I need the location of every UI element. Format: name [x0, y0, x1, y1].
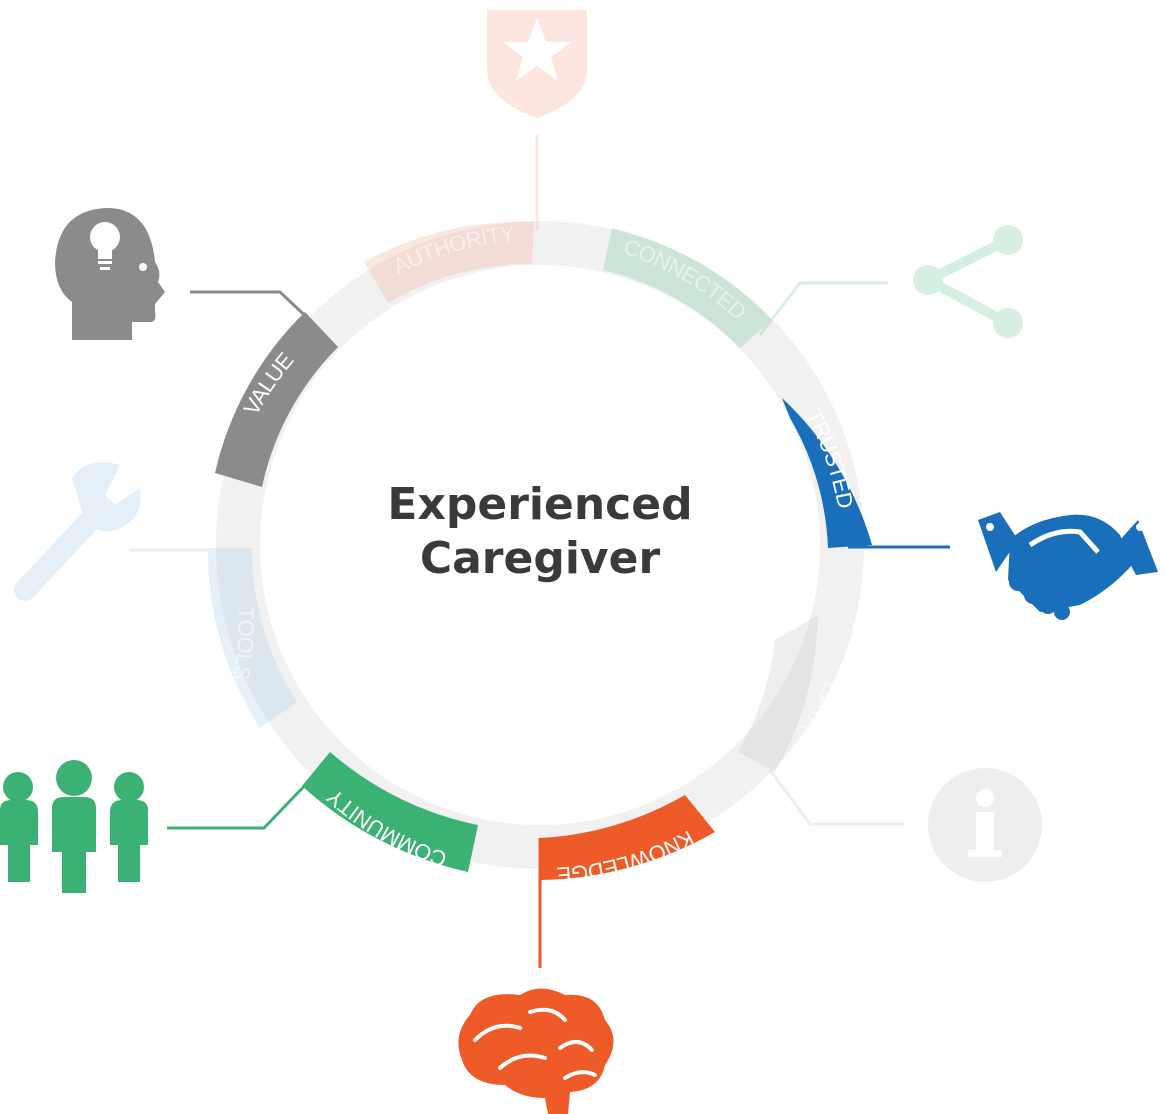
community-connector: [167, 776, 314, 830]
segment-community: [0, 752, 478, 893]
wrench-icon: [14, 461, 141, 601]
value-band: [215, 312, 338, 487]
community-band: [302, 752, 478, 872]
head-lightbulb-icon: [55, 208, 165, 340]
segment-authority: [364, 10, 587, 303]
tools-band: [207, 548, 297, 728]
people-icon: [0, 760, 148, 893]
info-icon: [928, 768, 1042, 882]
value-connector: [190, 290, 317, 327]
segment-connected: [603, 225, 1023, 348]
trusted-band: [782, 398, 872, 548]
data-connector: [768, 769, 905, 826]
segment-data: [738, 615, 1042, 882]
segment-value: [55, 208, 338, 487]
center-title-line2: Caregiver: [419, 533, 661, 584]
data-band: [738, 615, 818, 772]
tools-label: TOOLS: [228, 606, 258, 681]
connected-connector: [758, 281, 888, 336]
segment-tools: [14, 461, 297, 728]
segment-trusted: [782, 398, 1158, 620]
segment-knowledge: [458, 795, 715, 1114]
handshake-icon: [978, 512, 1158, 620]
connected-band: [603, 228, 772, 348]
authority-band: [364, 221, 534, 303]
share-icon: [913, 225, 1023, 338]
shield-star-icon: [487, 10, 587, 118]
center-title: Experienced Caregiver: [340, 478, 740, 586]
knowledge-band: [540, 795, 715, 880]
brain-icon: [458, 988, 614, 1114]
center-title-line1: Experienced: [387, 479, 693, 530]
